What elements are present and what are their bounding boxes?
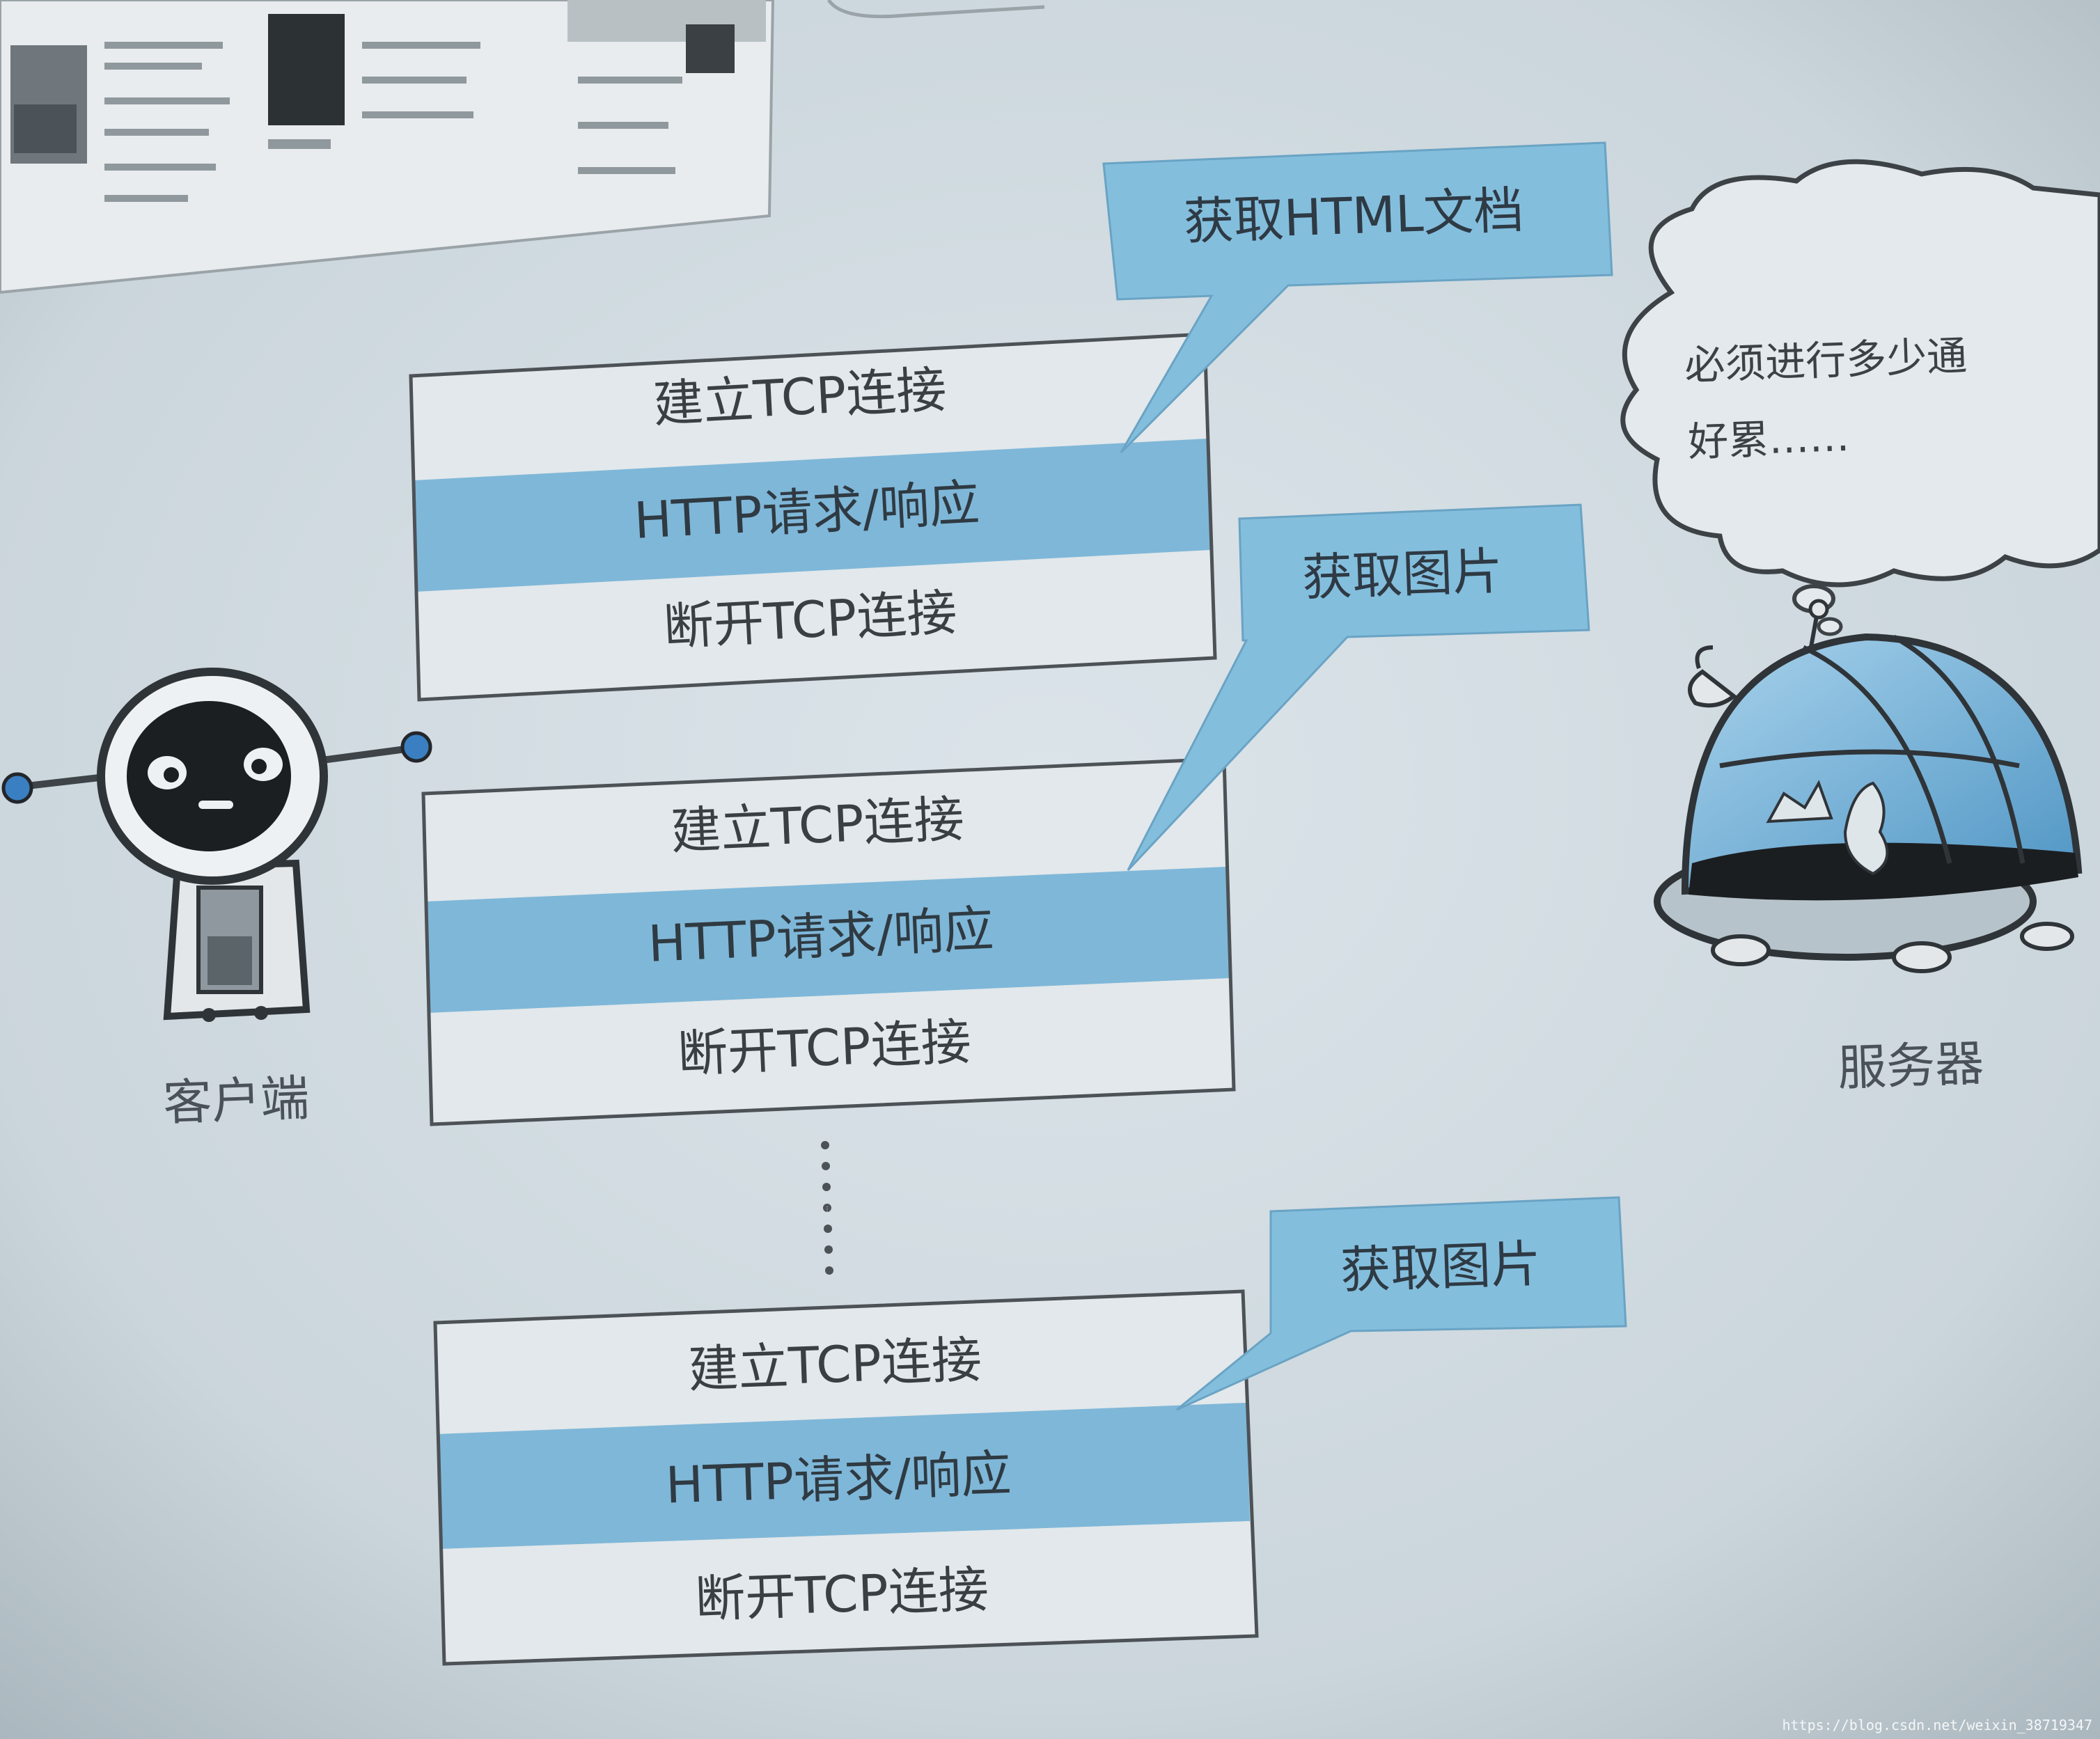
watermark-text: https://blog.csdn.net/weixin_38719347 — [1782, 1717, 2092, 1733]
block-outline — [421, 757, 1236, 1126]
callout-bubble — [1176, 1196, 1627, 1411]
callout-label: 获取图片 — [1340, 1234, 1542, 1300]
disconnect-row — [416, 550, 1215, 700]
block-outline — [409, 332, 1217, 702]
http-row — [437, 1403, 1250, 1549]
previous-figure-fragment — [0, 0, 775, 294]
more-connections-ellipsis — [821, 1141, 833, 1275]
thought-line-2: 好累…… — [1687, 413, 1850, 466]
disconnect-row — [440, 1521, 1257, 1664]
dome-server-icon — [1654, 599, 2083, 973]
callout-bubble — [1102, 141, 1613, 454]
connection-block-1: 建立TCP连接 HTTP请求/响应 断开TCP连接 获取HTML文档 — [409, 141, 1613, 702]
connection-block-3: 建立TCP连接 HTTP请求/响应 断开TCP连接 获取图片 — [433, 1196, 1627, 1666]
http-row — [414, 439, 1212, 592]
connect-label: 建立TCP连接 — [687, 1330, 982, 1399]
robot-client-icon — [1, 668, 432, 1022]
connect-label: 建立TCP连接 — [670, 789, 966, 860]
callout-bubble — [1127, 503, 1590, 872]
callout-label: 获取HTML文档 — [1183, 181, 1525, 251]
connect-row — [423, 759, 1227, 902]
callout-label: 获取图片 — [1301, 542, 1504, 607]
connect-row — [435, 1291, 1246, 1434]
http-row — [426, 867, 1230, 1013]
disconnect-label: 断开TCP连接 — [677, 1012, 973, 1083]
disconnect-label: 断开TCP连接 — [694, 1560, 989, 1629]
client-caption: 客户端 — [162, 1069, 311, 1131]
previous-figure-bubble-edge — [826, 0, 1045, 19]
connect-row — [411, 334, 1208, 480]
disconnect-row — [428, 978, 1234, 1124]
thought-line-1: 必须进行多少通 — [1684, 332, 1968, 389]
server-caption: 服务器 — [1837, 1034, 1985, 1096]
http-label: HTTP请求/响应 — [665, 1444, 1012, 1514]
ellipsis-text: ⋮ — [824, 1206, 831, 1213]
connection-block-2: 建立TCP连接 HTTP请求/响应 断开TCP连接 获取图片 — [421, 503, 1590, 1126]
block-outline — [433, 1289, 1259, 1666]
